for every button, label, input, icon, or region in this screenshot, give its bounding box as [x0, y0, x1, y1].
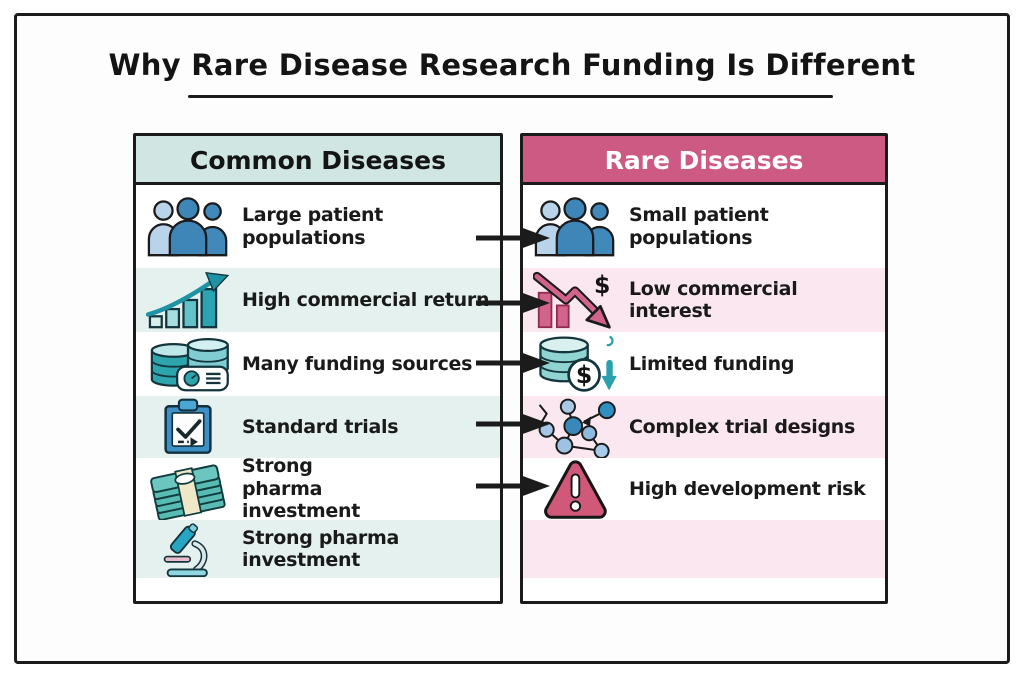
right-arrow-icon — [474, 473, 552, 499]
title-underline — [188, 95, 833, 98]
row-high-commercial-return: High commercial return — [136, 268, 500, 332]
row-label: Limited funding — [629, 352, 795, 375]
rare-diseases-panel: Rare Diseases Small patient populations — [520, 133, 888, 604]
row-label: Strong pharma investment — [242, 455, 360, 523]
page-title: Why Rare Disease Research Funding Is Dif… — [108, 48, 916, 82]
people-group-icon — [146, 196, 230, 258]
row-many-funding-sources: Many funding sources — [136, 332, 500, 396]
title-wrap: Why Rare Disease Research Funding Is Dif… — [0, 48, 1024, 82]
rare-diseases-header: Rare Diseases — [523, 136, 885, 185]
rare-rows: Small patient populations $ Low commerci… — [523, 185, 885, 578]
growth-chart-icon — [146, 269, 230, 331]
people-group-icon — [533, 196, 617, 258]
common-rows: Large patient populations High commercia… — [136, 185, 500, 578]
right-arrow-icon — [474, 350, 552, 376]
row-label: Low commercial interest — [629, 277, 798, 322]
row-label: Strong pharma investment — [242, 526, 399, 571]
row-label: High development risk — [629, 477, 866, 500]
row-standard-trials: Standard trials — [136, 396, 500, 458]
row-low-commercial-interest: $ Low commercial interest — [523, 268, 885, 332]
right-arrow-icon — [474, 411, 552, 437]
row-label: Standard trials — [242, 415, 399, 438]
row-label: Many funding sources — [242, 352, 473, 375]
row-small-patient-populations: Small patient populations — [523, 185, 885, 268]
limited-funding-icon: $ — [533, 333, 617, 395]
row-label: Large patient populations — [242, 204, 384, 249]
decline-chart-icon: $ — [533, 269, 617, 331]
clipboard-check-icon — [146, 396, 230, 458]
right-arrow-icon — [474, 290, 552, 316]
svg-text:$: $ — [594, 271, 610, 299]
row-label: Small patient populations — [629, 204, 769, 249]
row-strong-pharma-investment: Strong pharma investment — [136, 455, 500, 523]
microscope-icon — [146, 518, 230, 580]
network-icon — [533, 396, 617, 458]
row-empty-stripe — [523, 520, 885, 578]
coin-stacks-icon — [146, 333, 230, 395]
svg-text:$: $ — [576, 361, 592, 389]
row-label: High commercial return — [242, 288, 490, 311]
common-diseases-header: Common Diseases — [136, 136, 500, 185]
row-label: Complex trial designs — [629, 415, 856, 438]
warning-triangle-icon — [533, 458, 617, 520]
row-strong-pharma-investment-2: Strong pharma investment — [136, 520, 500, 578]
row-large-patient-populations: Large patient populations — [136, 185, 500, 268]
right-arrow-icon — [474, 225, 552, 251]
row-limited-funding: $ Limited funding — [523, 332, 885, 396]
common-diseases-panel: Common Diseases Large patient population… — [133, 133, 503, 604]
row-complex-trial-designs: Complex trial designs — [523, 396, 885, 458]
row-high-development-risk: High development risk — [523, 458, 885, 520]
cash-stack-icon — [146, 458, 230, 520]
